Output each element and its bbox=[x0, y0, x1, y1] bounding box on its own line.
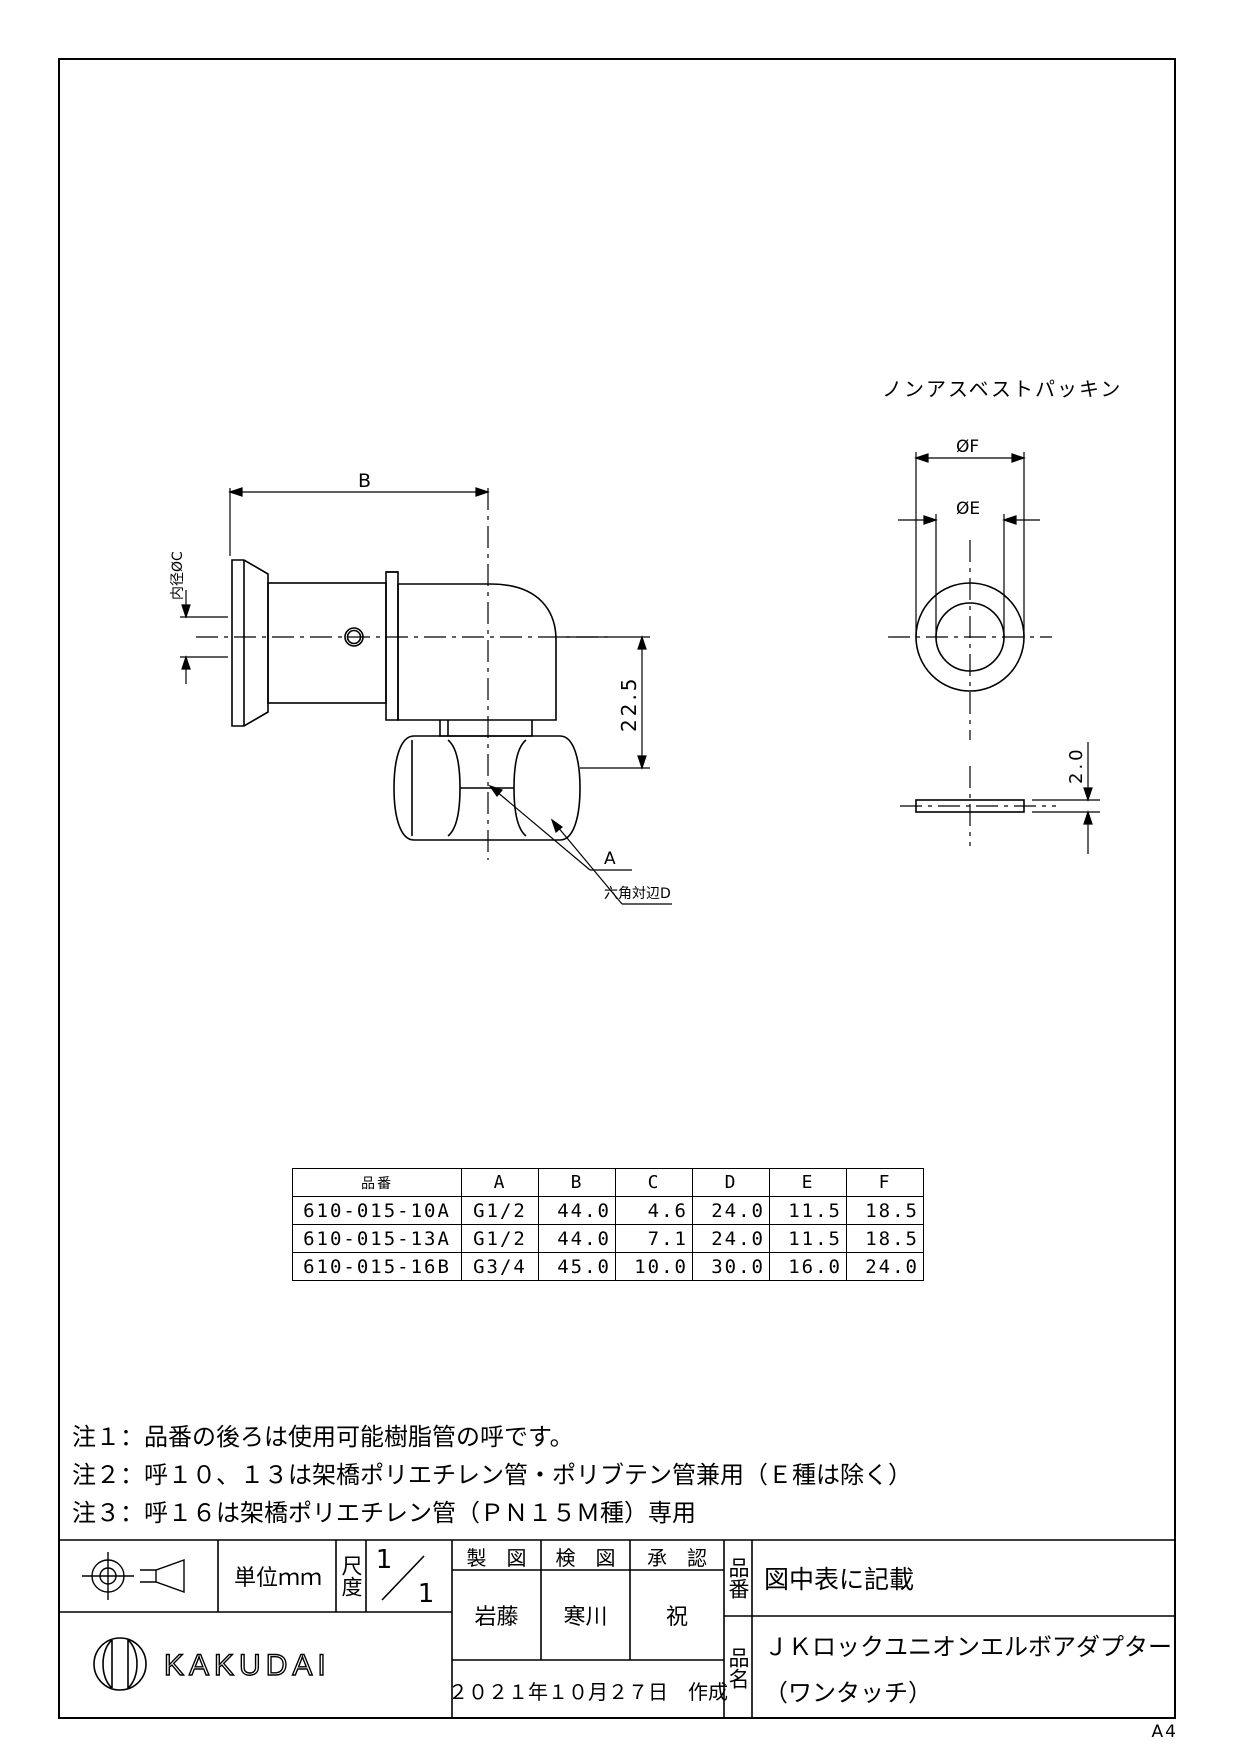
dimension-f bbox=[914, 452, 1026, 637]
drawn-label: 製 図 bbox=[466, 1545, 527, 1570]
table-cell: 610-015-16B bbox=[292, 1252, 462, 1281]
part-name-label: 品名 bbox=[725, 1620, 751, 1716]
label-height: 22.5 bbox=[617, 675, 641, 732]
scale-denominator: 1 bbox=[417, 1579, 435, 1609]
dimension-b bbox=[228, 487, 490, 556]
table-cell: G3/4 bbox=[461, 1252, 539, 1281]
table-cell: 24.0 bbox=[846, 1252, 924, 1281]
table-row: 610-015-10A G1/2 44.0 4.6 24.0 11.5 18.5 bbox=[292, 1196, 924, 1225]
dimension-e bbox=[898, 514, 1040, 637]
table-cell: 18.5 bbox=[846, 1224, 924, 1253]
table-cell: 610-015-10A bbox=[292, 1196, 462, 1225]
table-cell: 45.0 bbox=[538, 1252, 616, 1281]
label-hex: 六角対辺D bbox=[604, 886, 671, 902]
table-cell: 44.0 bbox=[538, 1196, 616, 1225]
title-block-grid bbox=[58, 1539, 1176, 1719]
approved-label: 承 認 bbox=[647, 1545, 707, 1570]
label-inner-dia: 内径ØC bbox=[170, 551, 186, 600]
table-cell: 610-015-13A bbox=[292, 1224, 462, 1253]
table-header-cell: D bbox=[692, 1168, 770, 1197]
dimension-c bbox=[180, 590, 228, 684]
drawing-frame bbox=[58, 58, 1176, 1719]
created-date: ２０２１年１０月２７日 作成 bbox=[448, 1679, 728, 1704]
label-outer-dia: ØF bbox=[956, 437, 979, 457]
table-header-cell: A bbox=[461, 1168, 539, 1197]
drawn-by: 岩藤 bbox=[474, 1605, 519, 1630]
company-name: KAKUDAI bbox=[163, 1648, 331, 1682]
kakudai-logo-icon bbox=[93, 1637, 147, 1691]
table-row: 610-015-13A G1/2 44.0 7.1 24.0 11.5 18.5 bbox=[292, 1224, 924, 1253]
part-name-label-text: 品名 bbox=[726, 1647, 750, 1689]
approved-by: 祝 bbox=[665, 1605, 688, 1630]
packing-title: ノンアスベストパッキン bbox=[882, 377, 1122, 401]
scale-label-text: 尺度 bbox=[339, 1555, 363, 1597]
table-header-cell: E bbox=[769, 1168, 847, 1197]
packing-side bbox=[915, 799, 1025, 813]
table-header-cell: F bbox=[846, 1168, 924, 1197]
table-cell: 4.6 bbox=[615, 1196, 693, 1225]
note-2: 注２：呼１０、１３は架橋ポリエチレン管・ポリブテン管兼用（Ｅ種は除く） bbox=[72, 1461, 912, 1489]
dimension-thickness bbox=[1032, 742, 1100, 854]
table-cell: 24.0 bbox=[692, 1224, 770, 1253]
label-thread: A bbox=[604, 849, 616, 869]
sheet-size: A4 bbox=[1151, 1722, 1178, 1742]
table-cell: 30.0 bbox=[692, 1252, 770, 1281]
leader-lines bbox=[488, 784, 672, 905]
table-cell: G1/2 bbox=[461, 1224, 539, 1253]
table-cell: 11.5 bbox=[769, 1196, 847, 1225]
center-lines bbox=[196, 488, 1056, 860]
table-cell: 10.0 bbox=[615, 1252, 693, 1281]
part-no-value: 図中表に記載 bbox=[764, 1565, 915, 1594]
notes: 注１：品番の後ろは使用可能樹脂管の呼です。 注２：呼１０、１３は架橋ポリエチレン… bbox=[72, 1418, 912, 1532]
table-cell: 7.1 bbox=[615, 1224, 693, 1253]
part-no-label-text: 品番 bbox=[726, 1557, 750, 1599]
checked-label: 検 図 bbox=[555, 1545, 616, 1570]
elbow-body bbox=[231, 559, 581, 841]
table-cell: 11.5 bbox=[769, 1224, 847, 1253]
table-header-cell: C bbox=[615, 1168, 693, 1197]
table-header-cell: 品番 bbox=[292, 1168, 462, 1197]
dimension-table: 品番 A B C D E F 610-015-10A G1/2 44.0 4.6… bbox=[292, 1168, 924, 1281]
label-b: B bbox=[358, 470, 371, 492]
table-cell: G1/2 bbox=[461, 1196, 539, 1225]
table-header-cell: B bbox=[538, 1168, 616, 1197]
table-cell: 18.5 bbox=[846, 1196, 924, 1225]
label-thickness: 2.0 bbox=[1066, 746, 1087, 784]
note-3: 注３：呼１６は架橋ポリエチレン管（ＰＮ１５Ｍ種）専用 bbox=[72, 1499, 696, 1527]
label-inner-dia-e: ØE bbox=[956, 499, 980, 519]
part-name-line-1: ＪＫロックユニオンエルボアダプター bbox=[764, 1632, 1172, 1661]
table-cell: 44.0 bbox=[538, 1224, 616, 1253]
part-name-line-2: （ワンタッチ） bbox=[764, 1678, 932, 1707]
note-1: 注１：品番の後ろは使用可能樹脂管の呼です。 bbox=[72, 1423, 574, 1451]
checked-by: 寒川 bbox=[563, 1605, 608, 1630]
projection-symbol-icon bbox=[82, 1552, 185, 1600]
table-row: 610-015-16B G3/4 45.0 10.0 30.0 16.0 24.… bbox=[292, 1252, 924, 1281]
unit-label: 単位ｍｍ bbox=[233, 1566, 322, 1591]
part-no-label: 品番 bbox=[725, 1542, 751, 1614]
table-header-row: 品番 A B C D E F bbox=[292, 1168, 924, 1197]
scale-label: 尺度 bbox=[338, 1544, 364, 1608]
table-cell: 24.0 bbox=[692, 1196, 770, 1225]
scale-numerator: 1 bbox=[375, 1545, 393, 1575]
table-cell: 16.0 bbox=[769, 1252, 847, 1281]
dimension-height bbox=[560, 635, 650, 770]
